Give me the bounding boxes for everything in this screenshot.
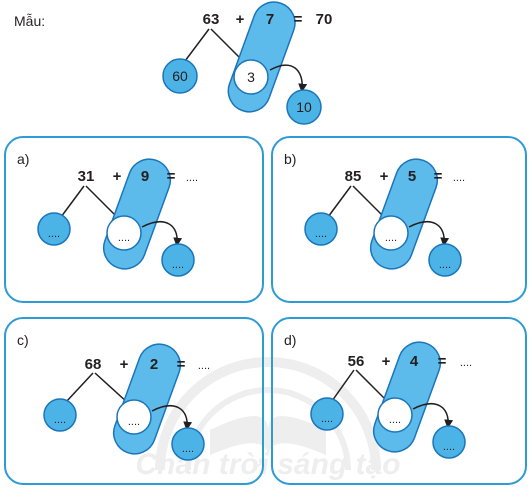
sum-tens-circle bbox=[432, 425, 466, 459]
split-line-left bbox=[327, 185, 352, 218]
term-b: 4 bbox=[410, 353, 419, 370]
ones-value: 3 bbox=[247, 69, 255, 85]
split-line-left bbox=[331, 369, 355, 402]
ones-circle bbox=[106, 215, 142, 251]
sum-tens-blank: .... bbox=[182, 443, 194, 455]
sum-tens-circle bbox=[171, 427, 205, 461]
answer-blank: .... bbox=[198, 360, 210, 372]
exercise-box bbox=[271, 136, 527, 303]
sum-tens-value: 10 bbox=[296, 99, 312, 115]
carry-arrow bbox=[141, 221, 183, 247]
answer-blank: .... bbox=[186, 172, 198, 184]
tens-blank: .... bbox=[54, 414, 66, 426]
tens-circle bbox=[310, 397, 344, 431]
split-line-right bbox=[352, 185, 386, 219]
answer-blank: .... bbox=[460, 357, 472, 369]
carry-arrow bbox=[412, 403, 454, 429]
split-line-right bbox=[85, 185, 119, 219]
exercise-box bbox=[4, 317, 264, 485]
equals-sign: = bbox=[167, 168, 176, 185]
equals-sign: = bbox=[434, 168, 443, 185]
ones-circle bbox=[116, 399, 152, 435]
example-term-b: 7 bbox=[266, 11, 274, 28]
exercise-box bbox=[271, 317, 527, 485]
ones-circle bbox=[373, 215, 409, 251]
example-term-a: 63 bbox=[203, 11, 220, 28]
split-line-right bbox=[355, 369, 389, 403]
tens-circle bbox=[162, 58, 198, 94]
plus-sign: + bbox=[113, 168, 122, 185]
ones-blank: .... bbox=[118, 232, 130, 244]
tens-value: 60 bbox=[172, 68, 188, 84]
exercise-label: a) bbox=[17, 151, 29, 167]
ones-blank: .... bbox=[385, 232, 397, 244]
carry-arrow bbox=[408, 221, 450, 247]
exercise-box bbox=[4, 136, 264, 303]
exercise-c: c) 68 + 2 = .... .... .... .... bbox=[4, 317, 264, 485]
tens-blank: .... bbox=[315, 228, 327, 240]
sum-tens-blank: .... bbox=[443, 441, 455, 453]
answer-blank: .... bbox=[453, 172, 465, 184]
example: Mẫu: 63 + 7 = 70 60 3 10 bbox=[14, 1, 333, 125]
plus-sign: + bbox=[120, 356, 129, 373]
tens-circle bbox=[37, 212, 71, 246]
equals-sign: = bbox=[438, 353, 447, 370]
split-line-left bbox=[65, 372, 94, 403]
sum-tens-circle bbox=[161, 243, 195, 277]
example-label: Mẫu: bbox=[14, 13, 45, 29]
tens-circle bbox=[304, 212, 338, 246]
split-line-right bbox=[210, 28, 245, 63]
exercise-b: b) 85 + 5 = .... .... .... .... bbox=[271, 136, 527, 303]
tens-circle bbox=[43, 398, 77, 432]
term-a: 85 bbox=[345, 168, 362, 185]
split-line-left bbox=[60, 185, 85, 218]
sum-tens-blank: .... bbox=[172, 259, 184, 271]
exercise-d: d) 56 + 4 = .... .... .... .... bbox=[271, 317, 527, 485]
term-a: 31 bbox=[78, 168, 95, 185]
plus-sign: + bbox=[380, 168, 389, 185]
carry-arrow bbox=[151, 405, 193, 431]
tens-blank: .... bbox=[48, 228, 60, 240]
example-plus-sign: + bbox=[236, 11, 245, 28]
equals-sign: = bbox=[177, 356, 186, 373]
split-line-right bbox=[94, 372, 129, 404]
sum-tens-blank: .... bbox=[439, 259, 451, 271]
exercise-label: d) bbox=[284, 332, 296, 348]
term-b: 2 bbox=[150, 356, 158, 373]
term-b: 5 bbox=[408, 168, 416, 185]
plus-sign: + bbox=[382, 353, 391, 370]
carry-arrow bbox=[269, 64, 308, 93]
ones-blank: .... bbox=[128, 416, 140, 428]
example-result: 70 bbox=[316, 11, 333, 28]
term-a: 56 bbox=[348, 353, 365, 370]
exercise-label: b) bbox=[284, 151, 296, 167]
term-a: 68 bbox=[85, 356, 102, 373]
ones-blank: .... bbox=[389, 414, 401, 426]
term-b: 9 bbox=[141, 168, 149, 185]
split-line-left bbox=[184, 28, 210, 62]
sum-tens-circle bbox=[286, 89, 322, 125]
sum-tens-circle bbox=[428, 243, 462, 277]
tens-blank: .... bbox=[321, 413, 333, 425]
exercise-a: a) 31 + 9 = .... .... .... .... bbox=[4, 136, 264, 303]
ones-circle bbox=[377, 397, 413, 433]
ones-circle bbox=[233, 59, 269, 95]
example-equals-sign: = bbox=[294, 11, 303, 28]
exercise-label: c) bbox=[17, 332, 29, 348]
